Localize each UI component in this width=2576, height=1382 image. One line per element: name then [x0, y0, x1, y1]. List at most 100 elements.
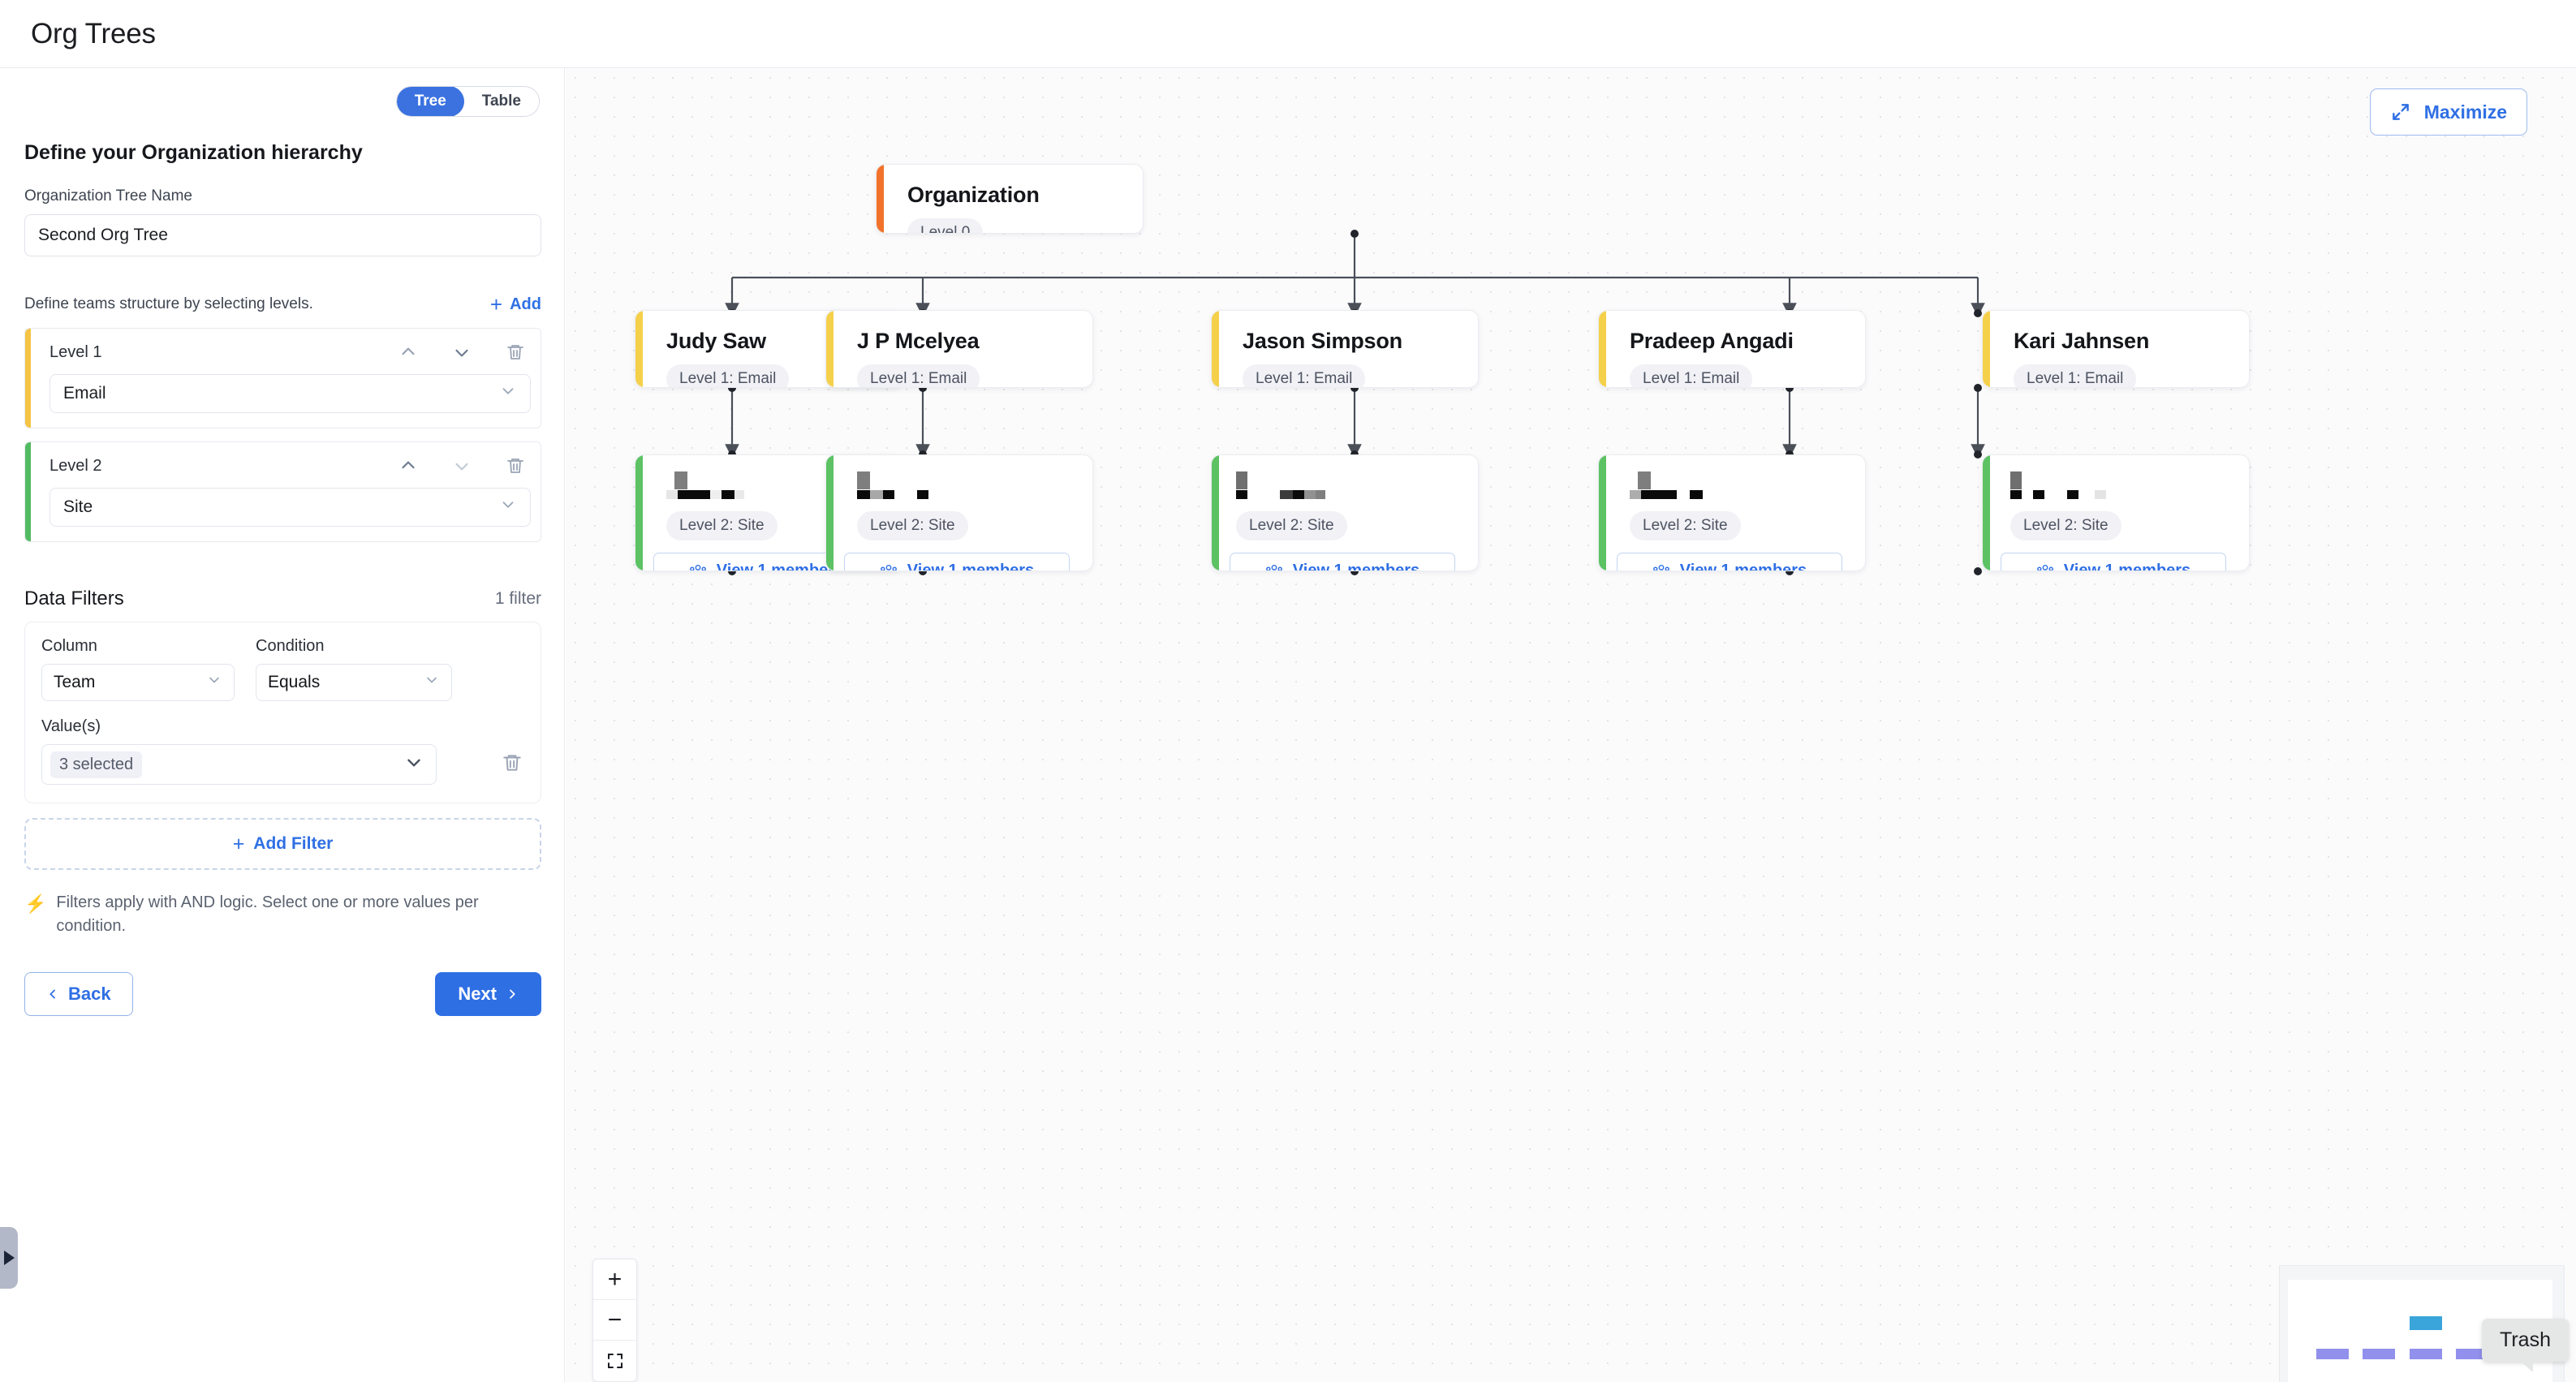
node-level-badge: Level 2: Site — [857, 511, 968, 540]
fit-view-button[interactable] — [593, 1341, 636, 1381]
minimap-node-level1 — [2363, 1349, 2395, 1359]
org-node-level2-2[interactable]: Level 2: Site View 1 members — [825, 454, 1093, 571]
members-icon — [1265, 564, 1282, 570]
filter-condition-select[interactable]: Equals — [256, 664, 452, 701]
values-chip: 3 selected — [50, 751, 143, 778]
chevron-left-icon — [50, 989, 55, 999]
org-node-level1-jp-mcelyea[interactable]: J P Mcelyea Level 1: Email — [825, 310, 1093, 388]
move-down-icon[interactable] — [451, 455, 472, 476]
members-icon — [1652, 564, 1669, 570]
level-1-value: Email — [63, 384, 106, 403]
wizard-footer: Back Next — [24, 972, 541, 1016]
level-1-controls — [398, 342, 526, 363]
node-level-badge: Level 2: Site — [2010, 511, 2122, 540]
view-members-label: View 1 members — [907, 561, 1035, 571]
minimap-node-level1 — [2456, 1349, 2488, 1359]
node-level-badge: Level 2: Site — [666, 511, 778, 540]
minimap-node-level1 — [2410, 1349, 2442, 1359]
view-members-label: View 1 members — [1292, 561, 1420, 571]
zoom-in-button[interactable]: + — [593, 1259, 636, 1300]
node-accent-bar — [1983, 455, 1990, 570]
zoom-out-button[interactable]: − — [593, 1300, 636, 1341]
node-title-redacted — [2010, 471, 2249, 499]
view-members-label: View 1 members — [2063, 561, 2191, 571]
add-filter-button[interactable]: + Add Filter — [24, 818, 541, 870]
level-2-select[interactable]: Site — [50, 488, 531, 527]
members-icon — [880, 564, 897, 570]
plus-icon: + — [232, 832, 245, 855]
filter-values-group: Value(s) 3 selected — [41, 717, 524, 785]
node-accent-bar — [1212, 455, 1219, 570]
view-members-button[interactable]: View 1 members — [844, 553, 1070, 571]
next-label: Next — [458, 984, 497, 1004]
filter-values-select[interactable]: 3 selected — [41, 744, 437, 785]
minimap-node-level1 — [2316, 1349, 2349, 1359]
tree-name-input[interactable]: Second Org Tree — [24, 214, 541, 256]
node-title: Pradeep Angadi — [1630, 329, 1794, 353]
delete-level-icon[interactable] — [505, 455, 526, 476]
filter-column-select[interactable]: Team — [41, 664, 235, 701]
org-node-level1-kari-jahnsen[interactable]: Kari Jahnsen Level 1: Email — [1982, 310, 2250, 388]
chevron-down-icon — [206, 672, 222, 693]
minimap[interactable]: Trash — [2279, 1265, 2569, 1382]
view-members-button[interactable]: View 1 members — [1617, 553, 1842, 571]
chevron-right-icon — [510, 989, 515, 999]
filters-note: ⚡ Filters apply with AND logic. Select o… — [24, 891, 541, 938]
chevron-down-icon — [499, 382, 517, 405]
node-content: Organization Level 0 — [877, 165, 1143, 233]
add-level-label: Add — [510, 295, 541, 313]
level-row: Level 1 — [40, 342, 526, 363]
chevron-down-icon — [499, 496, 517, 519]
expand-panel-tab[interactable] — [0, 1227, 18, 1289]
zoom-controls[interactable]: + − — [592, 1259, 637, 1382]
level-row: Level 2 — [40, 455, 526, 476]
view-members-button[interactable]: View 1 members — [1230, 553, 1455, 571]
page-title: Org Trees — [31, 17, 156, 50]
filter-count: 1 filter — [494, 589, 541, 608]
level-accent-bar — [25, 442, 31, 541]
level-1-name: Level 1 — [50, 342, 102, 361]
back-label: Back — [68, 984, 111, 1004]
org-node-level2-3[interactable]: Level 2: Site View 1 members — [1211, 454, 1479, 571]
move-up-icon[interactable] — [398, 455, 419, 476]
move-down-icon[interactable] — [451, 342, 472, 363]
maximize-button[interactable]: Maximize — [2369, 88, 2527, 136]
org-node-root[interactable]: Organization Level 0 — [876, 164, 1144, 234]
node-content: Level 2: Site — [1599, 455, 1865, 540]
condition-label: Condition — [256, 637, 325, 655]
node-accent-bar — [826, 311, 834, 387]
level-accent-bar — [25, 329, 31, 428]
next-button[interactable]: Next — [435, 972, 541, 1016]
node-level-badge: Level 2: Site — [1236, 511, 1347, 540]
node-level-badge: Level 2: Site — [1630, 511, 1741, 540]
view-members-label: View 1 members — [1679, 561, 1807, 571]
tree-edges — [725, 230, 1985, 575]
back-button[interactable]: Back — [24, 972, 133, 1016]
add-filter-label: Add Filter — [253, 834, 334, 853]
add-level-button[interactable]: + Add — [490, 294, 541, 315]
node-accent-bar — [1599, 311, 1606, 387]
tab-table[interactable]: Table — [481, 93, 521, 110]
org-node-level1-jason-simpson[interactable]: Jason Simpson Level 1: Email — [1211, 310, 1479, 388]
org-node-level2-5[interactable]: Level 2: Site View 1 members — [1982, 454, 2250, 571]
org-node-level1-pradeep-angadi[interactable]: Pradeep Angadi Level 1: Email — [1598, 310, 1866, 388]
level-2-value: Site — [63, 497, 93, 516]
delete-filter-icon[interactable] — [502, 752, 523, 777]
node-title-redacted — [1630, 471, 1865, 499]
top-bar: Org Trees — [0, 0, 2576, 68]
delete-level-icon[interactable] — [505, 342, 526, 363]
level-1-select[interactable]: Email — [50, 374, 531, 413]
tab-tree[interactable]: Tree — [396, 87, 464, 116]
view-members-button[interactable]: View 1 members — [2001, 553, 2226, 571]
org-chart-canvas[interactable]: Maximize — [566, 68, 2576, 1382]
node-accent-bar — [1212, 311, 1219, 387]
node-title-redacted — [666, 471, 902, 499]
filter-condition-value: Equals — [268, 673, 321, 691]
move-up-icon[interactable] — [398, 342, 419, 363]
node-title: Organization — [907, 183, 1040, 207]
org-node-level2-4[interactable]: Level 2: Site View 1 members — [1598, 454, 1866, 571]
view-toggle[interactable]: Tree Table — [395, 86, 540, 117]
node-title: J P Mcelyea — [857, 329, 980, 353]
filter-column-group: Column Team — [41, 637, 235, 701]
